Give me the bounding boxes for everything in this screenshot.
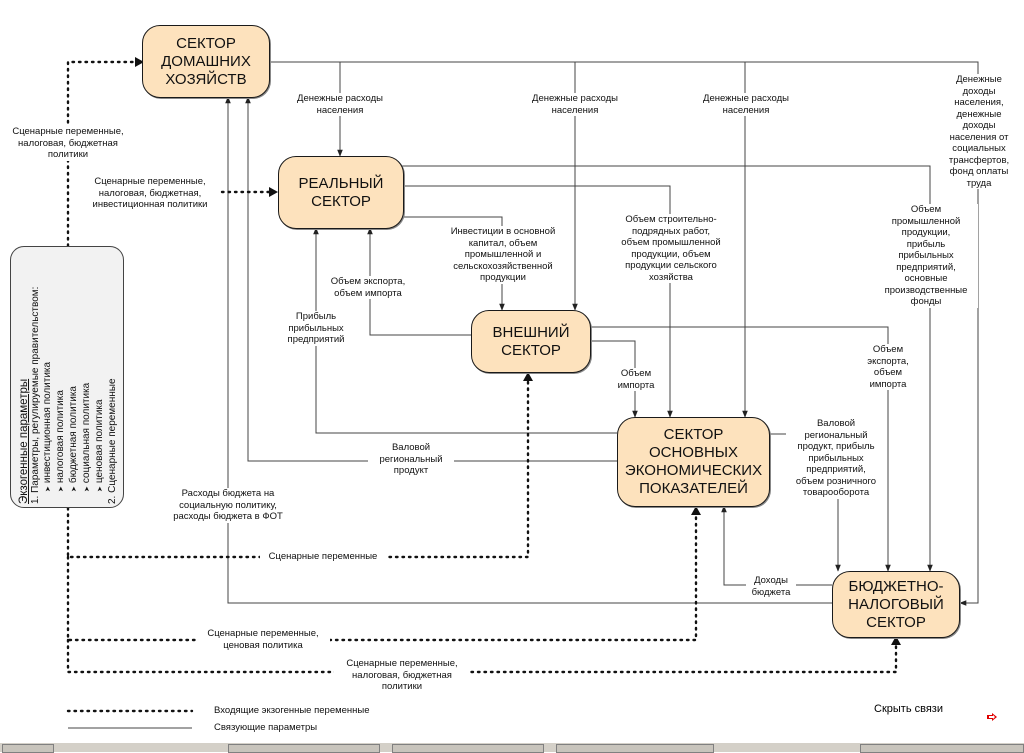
label-household-spending-3: Денежные расходы населения	[694, 93, 798, 116]
households-sector-node[interactable]: СЕКТОР ДОМАШНИХ ХОЗЯЙСТВ	[142, 25, 270, 98]
taskbar-button[interactable]	[392, 744, 544, 753]
indicators-sector-node[interactable]: СЕКТОР ОСНОВНЫХ ЭКОНОМИЧЕСКИХ ПОКАЗАТЕЛЕ…	[617, 417, 770, 507]
label-scenario-price: Сценарные переменные, ценовая политика	[196, 628, 330, 651]
params-item-2: 2. Сценарные переменные	[107, 378, 118, 504]
params-sub-item: налоговая политика	[55, 246, 68, 492]
label-scenario-households: Сценарные переменные, налоговая, бюджетн…	[8, 126, 128, 161]
label-budget-revenue: Доходы бюджета	[746, 575, 796, 598]
label-scenario-external: Сценарные переменные	[260, 551, 386, 563]
params-title: Экзогенные параметры	[18, 378, 30, 504]
label-export-import-left: Объем экспорта, объем импорта	[324, 276, 412, 299]
params-sub-item: бюджетная политика	[68, 246, 81, 492]
label-scenario-real: Сценарные переменные, налоговая, бюджетн…	[84, 176, 216, 211]
params-sub-item: социальная политика	[81, 246, 94, 492]
label-grp-left: Валовой региональный продукт	[368, 442, 454, 477]
taskbar-button[interactable]	[2, 744, 54, 753]
label-household-spending-2: Денежные расходы населения	[522, 93, 628, 116]
taskbar-button[interactable]	[228, 744, 380, 753]
params-item-1: 1. Параметры, регулируемые правительство…	[30, 286, 41, 504]
label-industrial-output: Объем промышленной продукции, прибыль пр…	[874, 204, 978, 308]
label-export-import-right: Объем экспорта, объем импорта	[858, 344, 918, 390]
hide-links-button[interactable]: Скрыть связи	[874, 703, 943, 715]
params-sublist: инвестиционная политика налоговая полити…	[42, 246, 107, 504]
label-household-income: Денежные доходы населения, денежные дохо…	[938, 74, 1020, 189]
label-grp-right: Валовой региональный продукт, прибыль пр…	[786, 418, 886, 499]
label-household-spending-1: Денежные расходы населения	[288, 93, 392, 116]
label-profit: Прибыль прибыльных предприятий	[278, 311, 354, 346]
system-tray	[860, 744, 1024, 753]
label-construction: Объем строительно- подрядных работ, объе…	[610, 214, 732, 283]
label-import: Объем импорта	[611, 368, 661, 391]
label-investment: Инвестиции в основной капитал, объем про…	[442, 226, 564, 284]
legend-solid-label: Связующие параметры	[214, 722, 318, 733]
params-sub-item: ценовая политика	[94, 246, 107, 492]
external-sector-node[interactable]: ВНЕШНИЙ СЕКТОР	[471, 310, 591, 373]
exit-arrow-icon[interactable]	[986, 712, 998, 722]
label-budget-spending: Расходы бюджета на социальную политику, …	[166, 488, 290, 523]
budget-sector-node[interactable]: БЮДЖЕТНО- НАЛОГОВЫЙ СЕКТОР	[832, 571, 960, 638]
taskbar-button[interactable]	[556, 744, 714, 753]
label-scenario-budget: Сценарные переменные, налоговая, бюджетн…	[334, 658, 470, 693]
params-sub-item: инвестиционная политика	[42, 246, 55, 492]
legend-dotted-label: Входящие экзогенные переменные	[214, 705, 370, 716]
real-sector-node[interactable]: РЕАЛЬНЫЙ СЕКТОР	[278, 156, 404, 229]
exogenous-parameters-text: Экзогенные параметры 1. Параметры, регул…	[18, 246, 128, 504]
